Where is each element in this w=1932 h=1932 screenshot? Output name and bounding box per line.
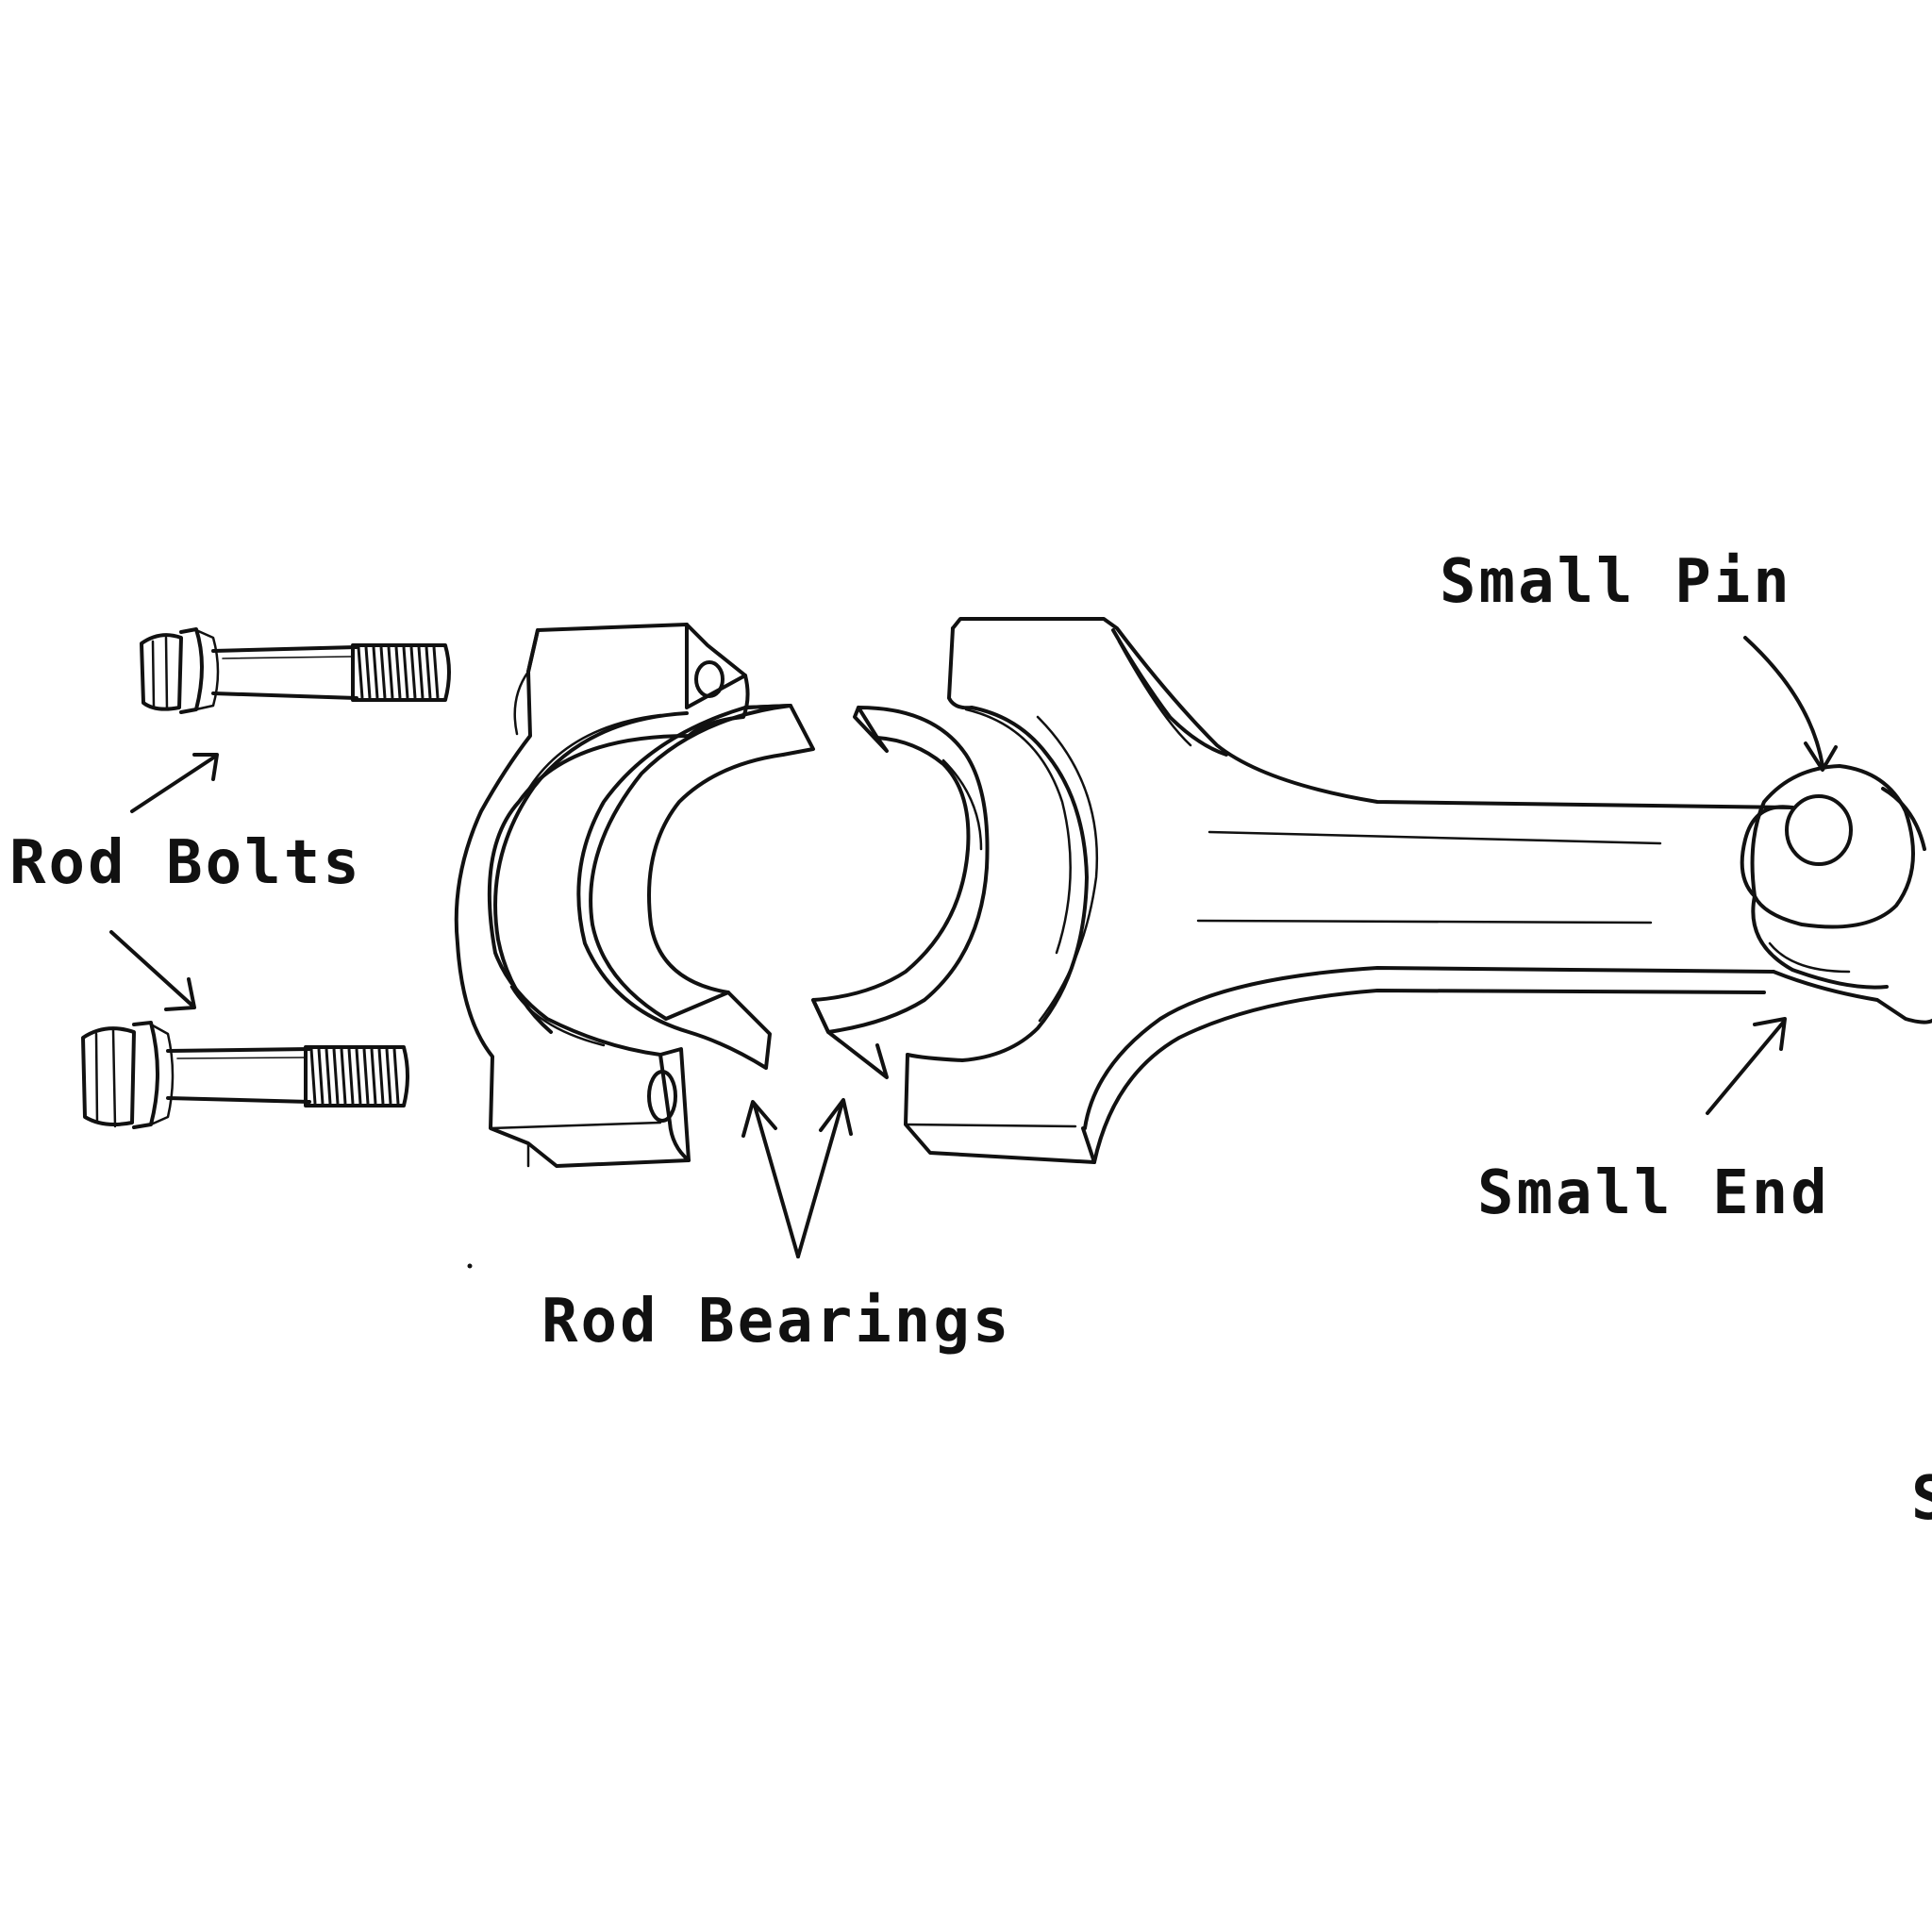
ink-dot: [467, 1263, 473, 1269]
rod-cap: [454, 623, 750, 1168]
small-pin-hole: [1785, 794, 1853, 866]
small-end-arrow: [1706, 1017, 1787, 1115]
rod-bearing-left: [576, 704, 815, 1070]
rod-bolts-arrow-down: [109, 930, 196, 1011]
label-edge-fragment: S: [1911, 1464, 1932, 1534]
rod-bearings-arrows: [741, 1098, 853, 1258]
label-small-pin: Small Pin: [1440, 547, 1792, 617]
label-rod-bolts: Rod Bolts: [9, 828, 362, 898]
rod-bolt-upper: [140, 627, 451, 714]
small-pin-arrow: [1743, 636, 1838, 772]
rod-bolt-lower: [81, 1021, 409, 1129]
label-small-end: Small End: [1477, 1158, 1830, 1228]
rod-bolts-arrow-up: [130, 753, 219, 813]
rod-bearing-right: [811, 706, 990, 1079]
connecting-rod-body: [904, 617, 1932, 1164]
label-rod-bearings: Rod Bearings: [541, 1287, 1011, 1357]
